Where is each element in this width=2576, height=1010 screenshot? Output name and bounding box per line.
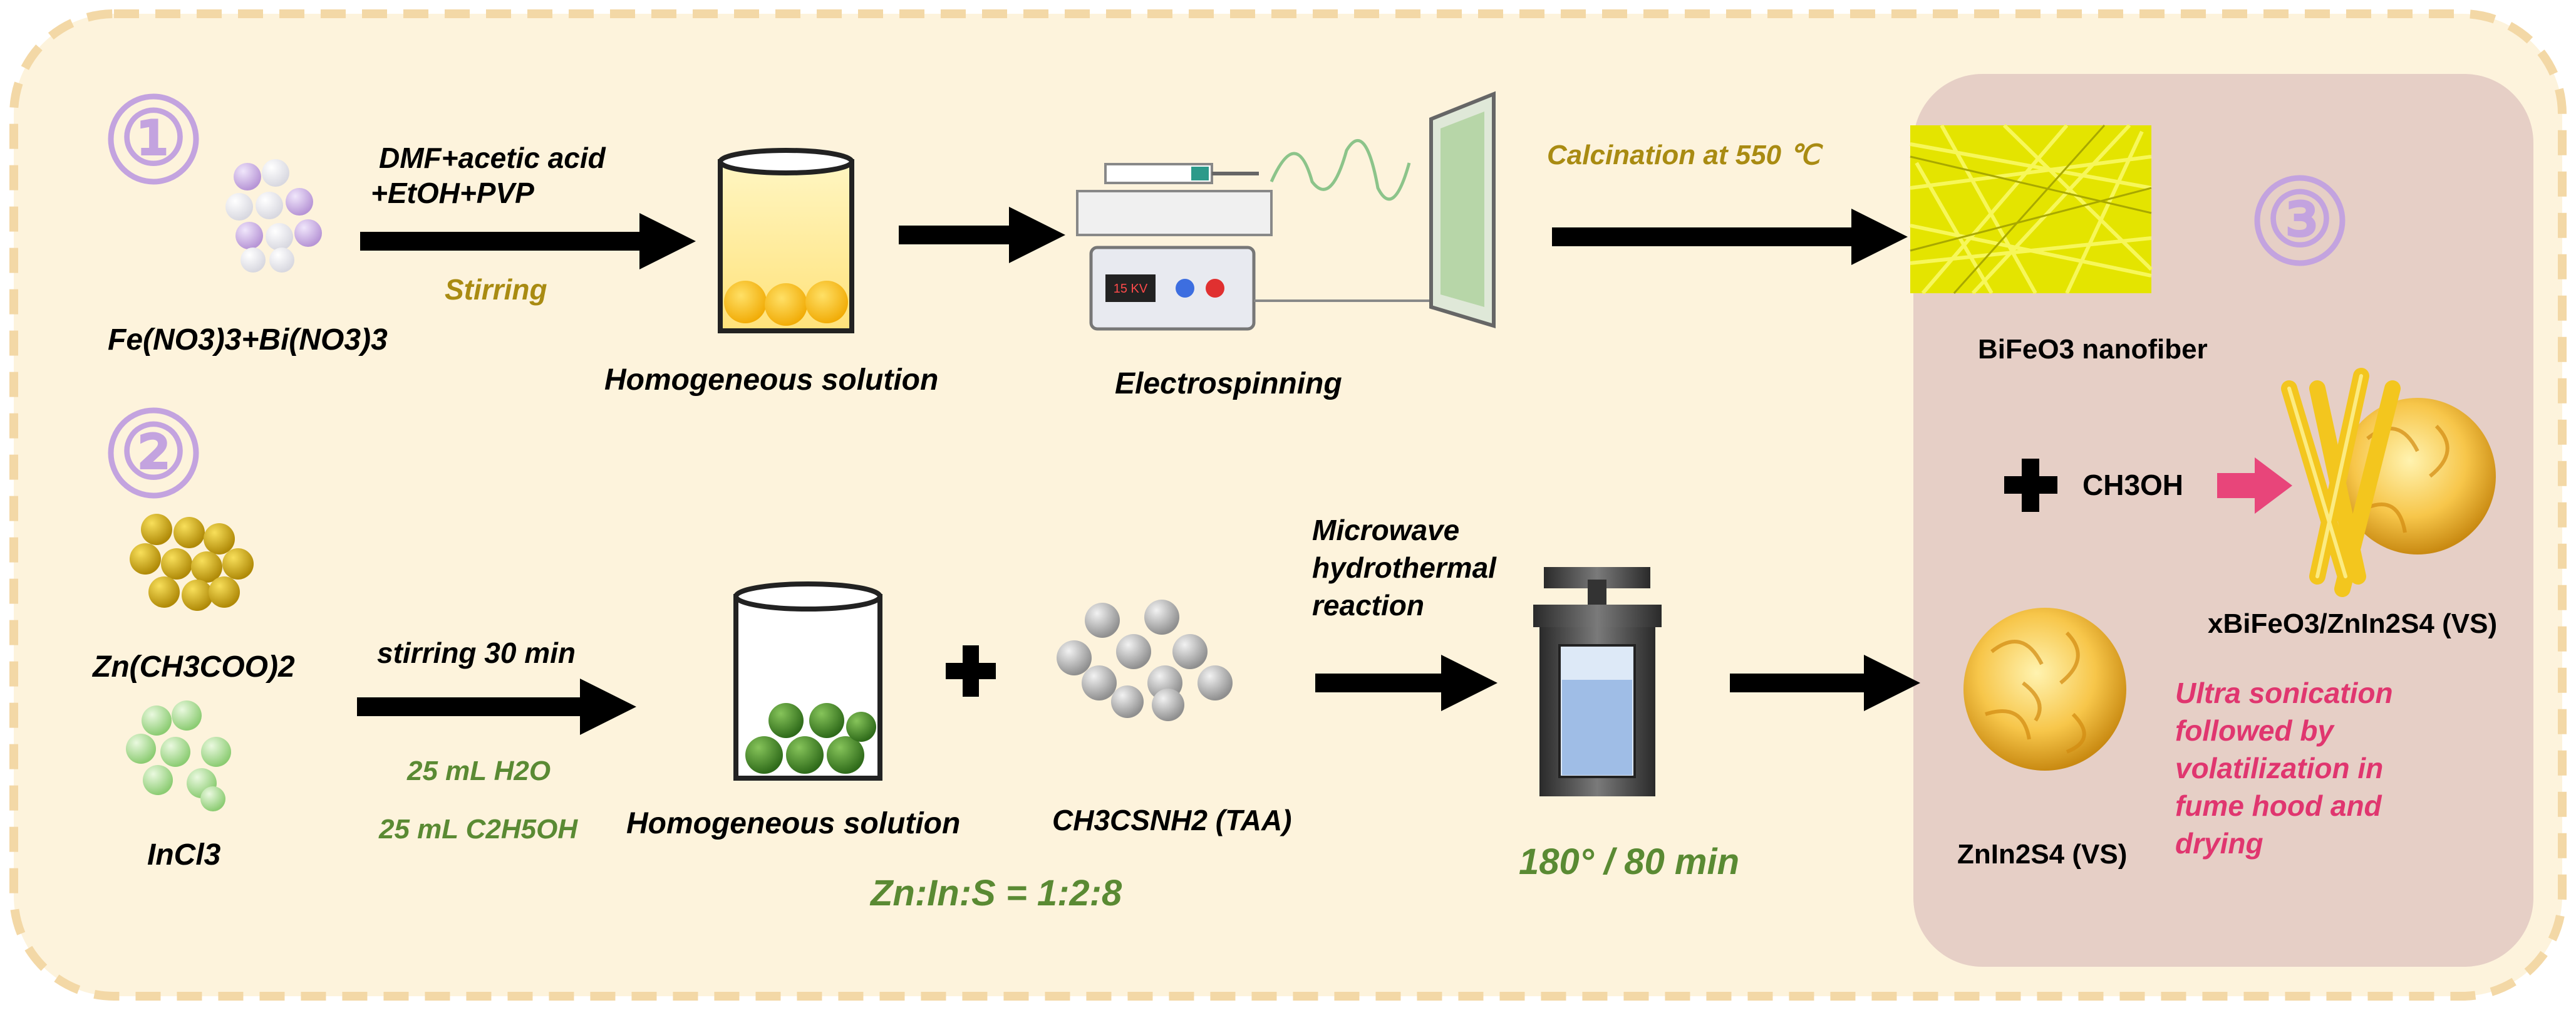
composite-image (2281, 368, 2496, 597)
note-line-3: volatilization in (2175, 752, 2383, 784)
calcination-label: Calcination at 550 ℃ (1547, 140, 1823, 170)
taa-spheres (1057, 600, 1233, 721)
microwave-line-3: reaction (1312, 589, 1424, 622)
device-display: 15 KV (1114, 282, 1148, 296)
stirring-label: Stirring (445, 273, 547, 306)
plus-sign-row2 (946, 645, 996, 697)
beaker-yellow-solution (718, 148, 854, 333)
ratio-label: Zn:In:S = 1:2:8 (869, 873, 1122, 914)
stirring-time-label: stirring 30 min (377, 637, 576, 669)
reagents-line-2: +EtOH+PVP (371, 177, 534, 209)
solution-1-label: Homogeneous solution (604, 363, 938, 397)
indium-chloride-label: InCl3 (147, 838, 221, 872)
note-line-5: drying (2175, 827, 2263, 860)
microwave-line-2: hydrothermal (1312, 551, 1497, 584)
taa-label: CH3CSNH2 (TAA) (1052, 804, 1292, 836)
reagents-line-1: DMF+acetic acid (379, 142, 606, 174)
pink-arrow (2217, 457, 2292, 514)
autoclave-reactor (1533, 567, 1662, 796)
step-1-label: ① (120, 96, 187, 180)
bifeo3-label: BiFeO3 nanofiber (1978, 334, 2208, 365)
step-1-marker: ① (108, 93, 199, 185)
precursor-fe-bi-label: Fe(NO3)3+Bi(NO3)3 (108, 323, 388, 357)
step-3-marker: ③ (2254, 175, 2346, 266)
zinc-acetate-label: Zn(CH3COO)2 (91, 650, 295, 684)
note-line-4: fume hood and (2175, 789, 2382, 822)
step-2-label: ② (120, 410, 187, 494)
znin2s4-label: ZnIn2S4 (VS) (1957, 839, 2127, 870)
bifeo3-nanofiber-image (1910, 123, 2153, 295)
methanol-label: CH3OH (2082, 469, 2183, 501)
step-3-label: ③ (2266, 178, 2334, 262)
solution-2-label: Homogeneous solution (626, 807, 960, 840)
note-line-2: followed by (2175, 714, 2335, 747)
electrospinning-device: 15 KV (1076, 91, 1496, 331)
plus-sign-panel3 (2004, 459, 2057, 512)
microwave-line-1: Microwave (1312, 514, 1459, 546)
step-2-marker: ② (108, 407, 199, 499)
electrospinning-label: Electrospinning (1115, 367, 1342, 400)
zinc-acetate-spheres (130, 514, 254, 611)
ethanol-label: 25 mL C2H5OH (378, 814, 578, 845)
nitrate-spheres (225, 159, 322, 273)
temperature-time-label: 180° / 80 min (1519, 841, 1739, 882)
znin2s4-flower-image (1963, 608, 2126, 771)
water-label: 25 mL H2O (406, 756, 551, 786)
indium-chloride-spheres (126, 700, 231, 811)
note-line-1: Ultra sonication (2175, 677, 2393, 709)
composite-label: xBiFeO3/ZnIn2S4 (VS) (2208, 608, 2497, 639)
beaker-green-solution (733, 581, 882, 781)
